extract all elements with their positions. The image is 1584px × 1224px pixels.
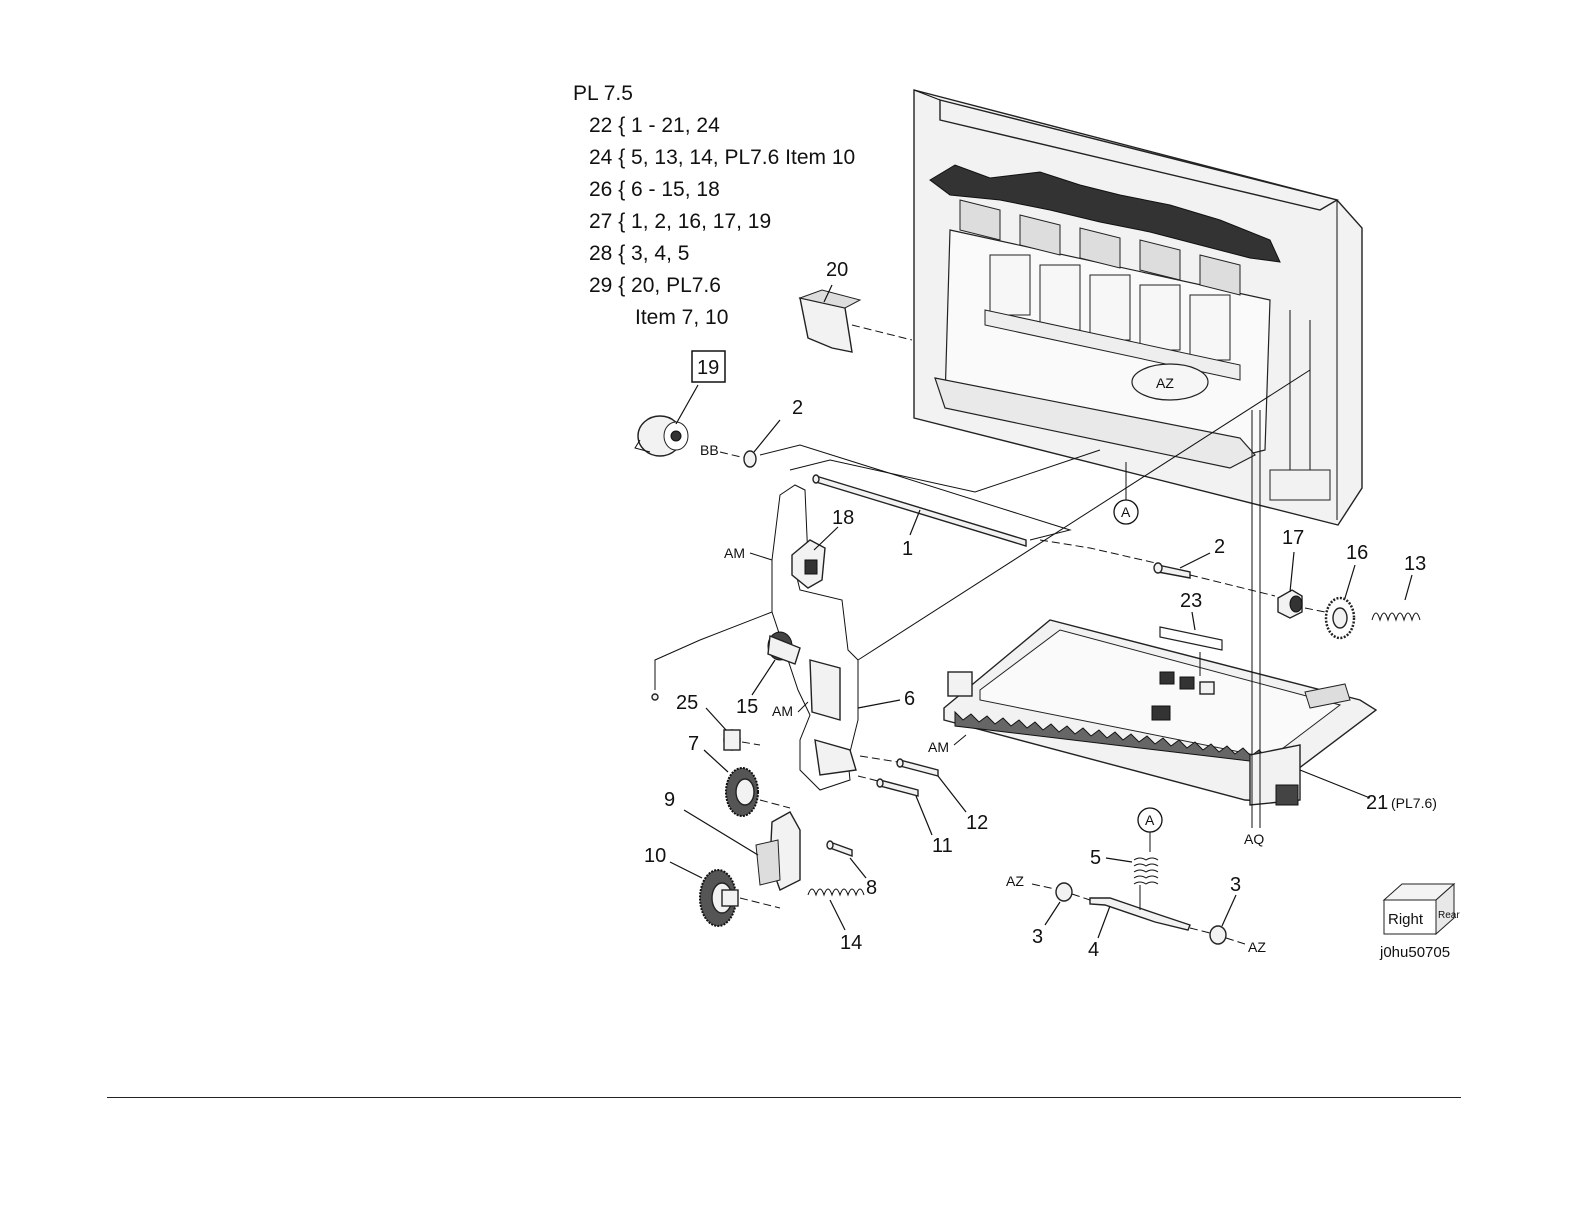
- part-15-gear: [752, 632, 800, 695]
- part-20-bracket: [800, 285, 912, 352]
- callout: 12: [966, 812, 988, 834]
- part-16-gear: [1326, 565, 1355, 638]
- main-housing: AZ: [914, 90, 1362, 525]
- ref-label: AZ: [1006, 873, 1024, 889]
- callout: 2: [1214, 536, 1225, 558]
- callout: 14: [840, 932, 862, 954]
- callout: 15: [736, 696, 758, 718]
- cube-right-label: Right: [1388, 911, 1424, 928]
- callout: 8: [866, 877, 877, 899]
- ref-label: BB: [700, 442, 719, 458]
- ref-label: AM: [724, 545, 745, 561]
- part-14-spring: [808, 889, 864, 930]
- ref-label: AQ: [1244, 831, 1264, 847]
- part-18-sensor: [792, 527, 838, 588]
- ref-label: AZ: [1156, 375, 1174, 391]
- callout: 21: [1366, 792, 1388, 814]
- ref-circle-a-bottom: A: [1138, 808, 1162, 852]
- ref-label: AZ: [1248, 939, 1266, 955]
- part-3-bushing-left: [1032, 883, 1090, 925]
- callout: 11: [932, 835, 953, 857]
- part-2-bushing-left: [744, 420, 780, 467]
- part-5-spring: [1106, 858, 1158, 884]
- part-2-bushing-right: [1154, 553, 1275, 596]
- callout: 7: [688, 733, 699, 755]
- callout: 23: [1180, 590, 1202, 612]
- figure-id: j0hu50705: [1379, 944, 1450, 961]
- callout: 9: [664, 789, 675, 811]
- part-3-bushing-right: [1190, 895, 1245, 944]
- part-8-pin: [827, 841, 866, 878]
- ref-label: A: [1145, 812, 1155, 828]
- part-4-lever: [1090, 885, 1190, 938]
- callout: 3: [1230, 874, 1241, 896]
- callout: 25: [676, 692, 698, 714]
- footer-rule: [107, 1097, 1461, 1098]
- callout-ref: (PL7.6): [1391, 795, 1437, 811]
- part-7-gear: [704, 750, 790, 816]
- callout: 16: [1346, 542, 1368, 564]
- callout: 13: [1404, 553, 1426, 575]
- ref-label: AM: [928, 739, 949, 755]
- part-12-pin: [860, 756, 966, 812]
- callout: 5: [1090, 847, 1101, 869]
- callout: 1: [902, 538, 913, 560]
- callout: 6: [904, 688, 915, 710]
- callout: 2: [792, 397, 803, 419]
- part-17-clutch: [1278, 552, 1302, 618]
- orientation-cube: Right Rear: [1384, 884, 1460, 934]
- ref-label: AM: [772, 703, 793, 719]
- part-13-spring: [1372, 575, 1420, 620]
- ref-label: A: [1121, 504, 1131, 520]
- callout: 19: [697, 357, 719, 379]
- cube-rear-label: Rear: [1438, 910, 1460, 921]
- callout: 10: [644, 845, 666, 867]
- callout: 18: [832, 507, 854, 529]
- callout: 3: [1032, 926, 1043, 948]
- callout: 4: [1088, 939, 1099, 961]
- callout: 17: [1282, 527, 1304, 549]
- callout: 20: [826, 259, 848, 281]
- part-11-pin: [858, 776, 932, 835]
